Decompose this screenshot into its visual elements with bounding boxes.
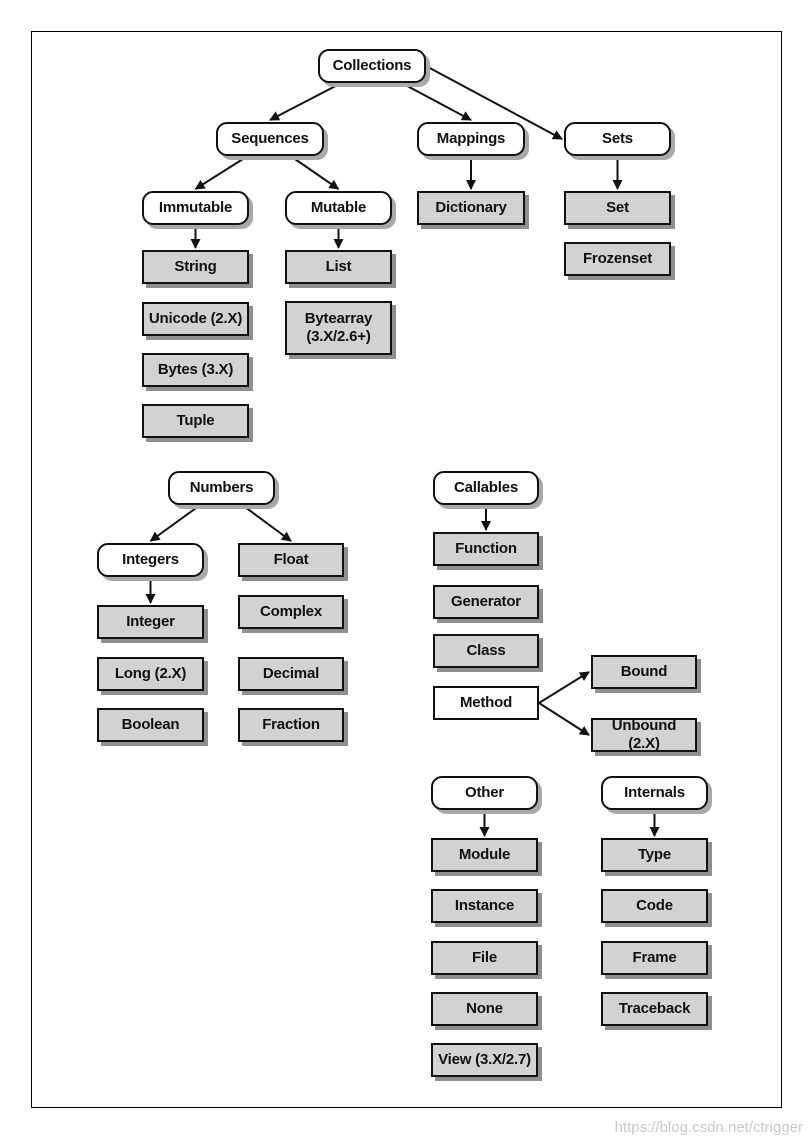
edge-collections-sets <box>425 65 563 140</box>
node-callables: Callables <box>433 471 539 505</box>
node-integers: Integers <box>97 543 204 577</box>
node-immutable: Immutable <box>142 191 249 225</box>
node-bytearray: Bytearray (3.X/2.6+) <box>285 301 392 355</box>
node-sequences: Sequences <box>216 122 324 156</box>
node-bytes: Bytes (3.X) <box>142 353 249 387</box>
node-boolean: Boolean <box>97 708 204 742</box>
node-type: Type <box>601 838 708 872</box>
node-internals: Internals <box>601 776 708 810</box>
node-instance: Instance <box>431 889 538 923</box>
node-frame: Frame <box>601 941 708 975</box>
edge-method-bound <box>538 671 590 704</box>
node-string: String <box>142 250 249 284</box>
node-frozenset: Frozenset <box>564 242 671 276</box>
node-method: Method <box>433 686 539 720</box>
node-unicode: Unicode (2.X) <box>142 302 249 336</box>
node-complex: Complex <box>238 595 344 629</box>
node-long: Long (2.X) <box>97 657 204 691</box>
edge-sequences-mutable <box>289 155 340 190</box>
node-code: Code <box>601 889 708 923</box>
watermark-text: https://blog.csdn.net/ctrigger <box>614 1119 803 1136</box>
node-collections: Collections <box>318 49 426 83</box>
node-sets: Sets <box>564 122 671 156</box>
node-none: None <box>431 992 538 1026</box>
node-view: View (3.X/2.7) <box>431 1043 538 1077</box>
edge-numbers-integers <box>149 504 201 542</box>
node-module: Module <box>431 838 538 872</box>
node-unbound: Unbound (2.X) <box>591 717 697 752</box>
node-numbers: Numbers <box>168 471 275 505</box>
node-decimal: Decimal <box>238 657 344 691</box>
node-list: List <box>285 250 392 284</box>
edge-method-unbound <box>538 702 590 736</box>
node-bound: Bound <box>591 655 697 689</box>
node-integer: Integer <box>97 605 204 639</box>
node-other: Other <box>431 776 538 810</box>
node-class: Class <box>433 634 539 668</box>
edge-collections-mappings <box>401 82 472 121</box>
node-function: Function <box>433 532 539 566</box>
edge-numbers-float <box>241 504 292 542</box>
node-traceback: Traceback <box>601 992 708 1026</box>
node-float: Float <box>238 543 344 577</box>
node-file: File <box>431 941 538 975</box>
node-tuple: Tuple <box>142 404 249 438</box>
edge-collections-sequences <box>269 82 342 121</box>
node-generator: Generator <box>433 585 539 619</box>
edge-sequences-immutable <box>194 155 249 190</box>
node-set: Set <box>564 191 671 225</box>
node-dictionary: Dictionary <box>417 191 525 225</box>
node-fraction: Fraction <box>238 708 344 742</box>
diagram-frame <box>31 31 782 1108</box>
node-mutable: Mutable <box>285 191 392 225</box>
node-mappings: Mappings <box>417 122 525 156</box>
